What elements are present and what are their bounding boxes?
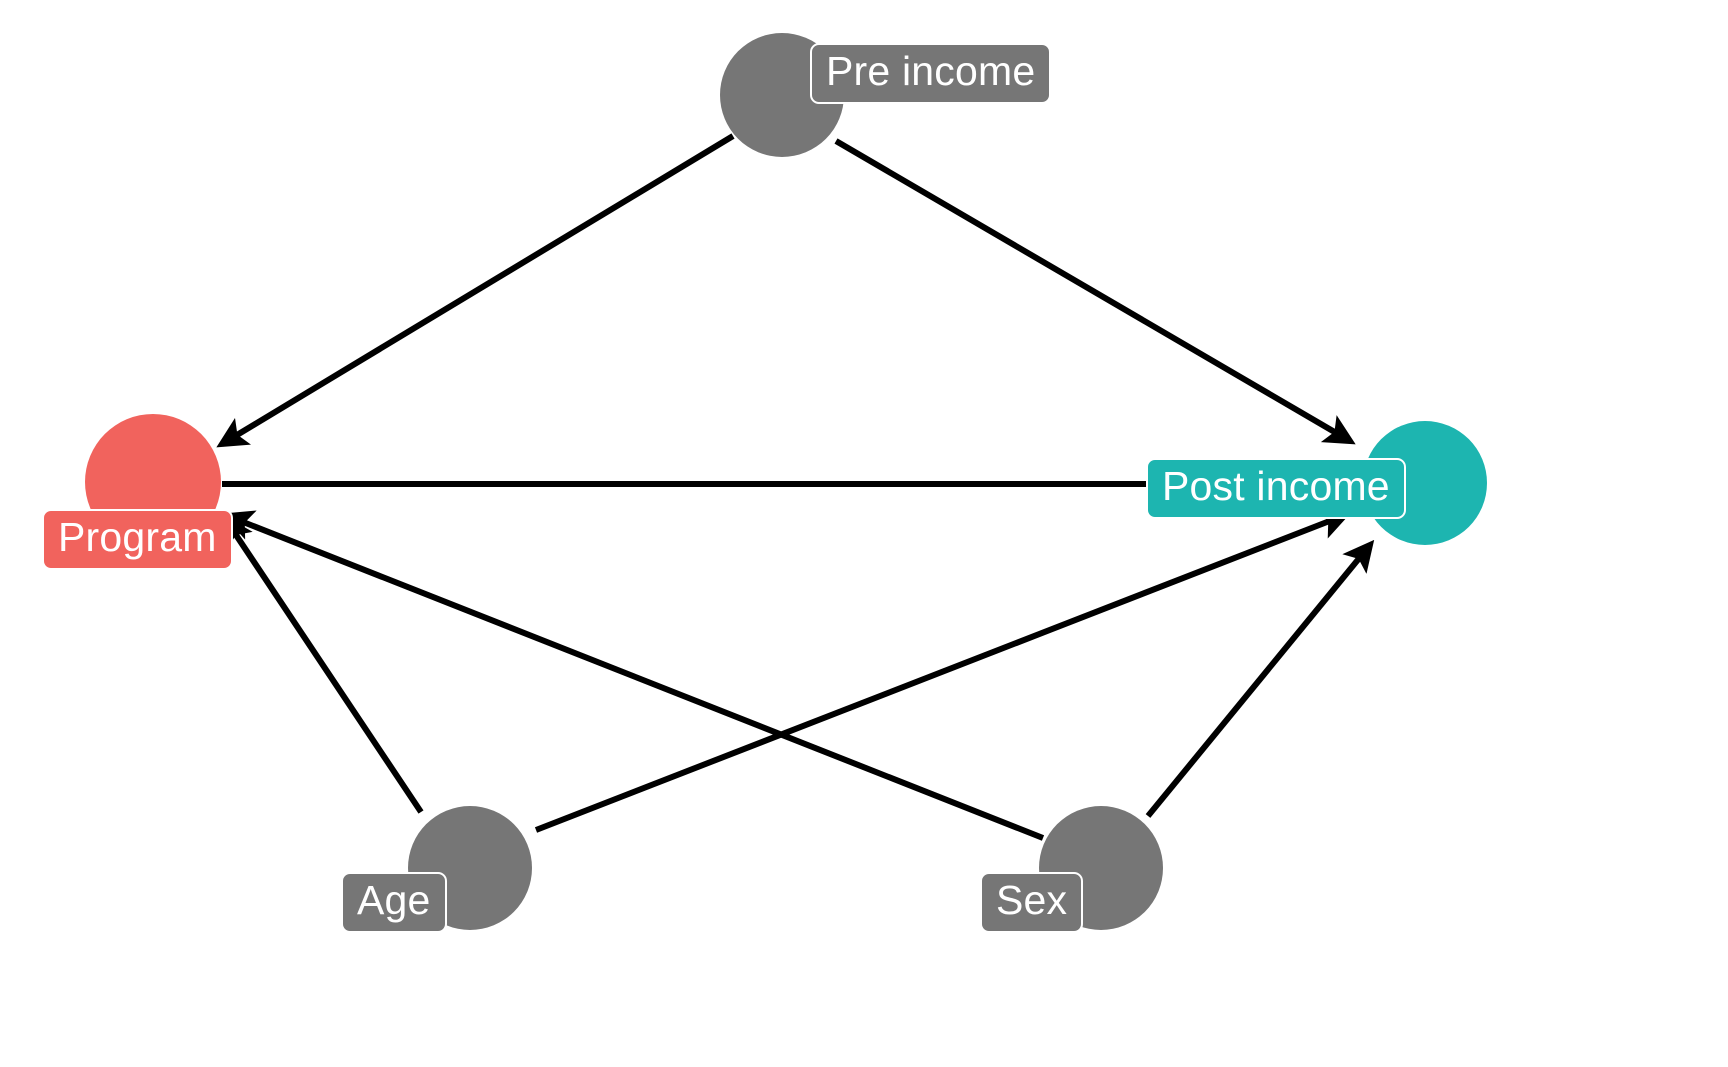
node-label-pre_income[interactable]: Pre income [810, 43, 1052, 104]
edge-age-post_income[interactable] [534, 509, 1352, 833]
edge-pre_income-post_income[interactable] [834, 138, 1356, 445]
edge-sex-post_income[interactable] [1145, 539, 1375, 818]
edge-sex-program[interactable] [221, 510, 1045, 841]
edge-group [216, 133, 1375, 841]
edge-age-program[interactable] [222, 514, 424, 814]
edge-pre_income-program[interactable] [216, 133, 735, 448]
node-label-sex[interactable]: Sex [980, 872, 1084, 933]
node-label-post_income[interactable]: Post income [1146, 458, 1406, 519]
node-label-program[interactable]: Program [42, 509, 233, 570]
node-label-age[interactable]: Age [341, 872, 447, 933]
